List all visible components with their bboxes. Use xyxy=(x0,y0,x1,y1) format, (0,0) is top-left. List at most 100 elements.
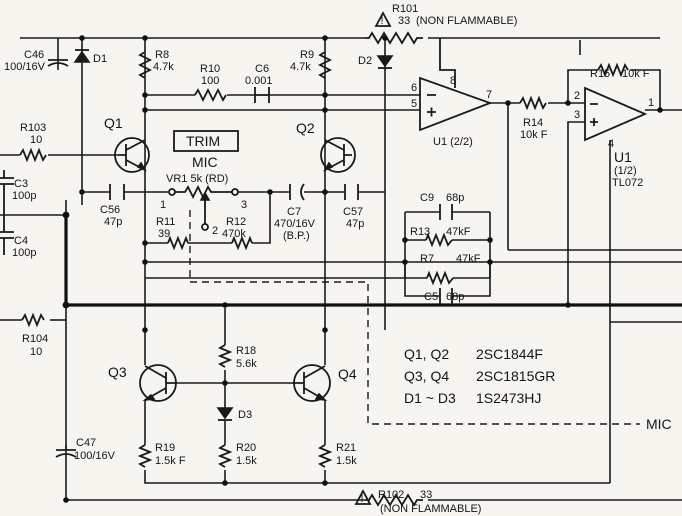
Q3-ref: Q3 xyxy=(108,364,127,380)
R103-value: 10 xyxy=(30,134,42,146)
R102-ref: R102 xyxy=(378,489,404,501)
C56-capacitor xyxy=(109,184,125,200)
C57-value: 47p xyxy=(346,218,364,230)
VR1-pin2: 2 xyxy=(212,225,218,237)
R101-ref: R101 xyxy=(392,3,418,15)
R102-warning-icon: ! xyxy=(354,489,372,505)
R19-ref: R19 xyxy=(155,442,175,454)
U1a-pin7: 7 xyxy=(486,89,492,101)
R102-note: (NON FLAMMABLE) xyxy=(380,503,481,515)
C47-value: 100/16V xyxy=(74,450,116,462)
U1b-pin3: 3 xyxy=(574,109,580,121)
Q2-ref: Q2 xyxy=(296,120,315,136)
R12-ref: R12 xyxy=(226,216,246,228)
U1a-pin8: 8 xyxy=(450,75,456,87)
parts-list: Q1, Q2 2SC1844F Q3, Q4 2SC1815GR D1 ~ D3… xyxy=(404,346,555,406)
R11-resistor xyxy=(167,235,189,251)
C6-value: 0.001 xyxy=(245,75,273,87)
D3-ref: D3 xyxy=(238,409,252,421)
U1b-opamp xyxy=(584,86,648,142)
VR1-ref: VR1 5k (RD) xyxy=(166,173,228,185)
R10-resistor xyxy=(194,87,227,103)
Q1-ref: Q1 xyxy=(104,115,123,131)
R21-ref: R21 xyxy=(336,442,356,454)
labels: R101 33 (NON FLAMMABLE) C46 100/16V D1 R… xyxy=(4,3,672,515)
D2-diode xyxy=(376,55,394,69)
Q1-transistor xyxy=(114,137,150,173)
D1-ref: D1 xyxy=(93,53,107,65)
C3-ref: C3 xyxy=(14,178,28,190)
svg-text:!: ! xyxy=(361,493,364,505)
R9-ref: R9 xyxy=(300,49,314,61)
C9-ref: C9 xyxy=(420,192,434,204)
R14-value: 10k F xyxy=(520,129,548,141)
U1b-part: (1/2) xyxy=(614,165,637,177)
junctions xyxy=(62,35,663,503)
R15-value: 10k F xyxy=(622,68,650,80)
R19-resistor xyxy=(137,444,153,468)
C4-capacitor xyxy=(0,215,14,255)
parts-list-part-2: 2SC1815GR xyxy=(476,368,555,384)
Q4-ref: Q4 xyxy=(338,366,357,382)
Q3-transistor xyxy=(139,364,177,402)
C46-ref: C46 xyxy=(24,49,44,61)
R14-ref: R14 xyxy=(523,117,543,129)
C4-ref: C4 xyxy=(14,235,28,247)
ground-bus xyxy=(64,218,682,307)
U1a-opamp xyxy=(419,38,493,132)
R15-ref: R15 xyxy=(590,68,610,80)
Q2-transistor xyxy=(320,137,356,173)
R7-value: 47kF xyxy=(456,253,481,265)
R8-value: 4.7k xyxy=(153,61,174,73)
trim-mic-label: MIC xyxy=(192,154,218,170)
R20-resistor xyxy=(217,444,233,468)
R18-value: 5.6k xyxy=(236,358,257,370)
R19-value: 1.5k F xyxy=(155,455,186,467)
C57-ref: C57 xyxy=(343,206,363,218)
R13-resistor xyxy=(425,232,453,248)
C4-value: 100p xyxy=(12,247,36,259)
U1b-ref: U1 xyxy=(614,149,632,165)
R20-value: 1.5k xyxy=(236,455,257,467)
R101-value: 33 xyxy=(398,15,410,27)
R101-resistor xyxy=(365,31,423,45)
C9-value: 68p xyxy=(446,192,464,204)
R18-ref: R18 xyxy=(236,345,256,357)
VR1-potentiometer xyxy=(168,184,239,231)
R101-note: (NON FLAMMABLE) xyxy=(416,15,517,27)
R12-resistor xyxy=(231,235,253,251)
U1b-pin2: 2 xyxy=(574,90,580,102)
R9-value: 4.7k xyxy=(290,61,311,73)
VR1-pin3: 3 xyxy=(241,199,247,211)
R101-warning-icon: ! xyxy=(374,11,392,27)
R8-resistor xyxy=(137,51,153,79)
R13-ref: R13 xyxy=(410,226,430,238)
parts-list-refs-3: D1 ~ D3 xyxy=(404,390,456,406)
U1a-pin6: 6 xyxy=(411,82,417,94)
C5-value: 68p xyxy=(446,291,464,303)
U1a-pin5: 5 xyxy=(411,98,417,110)
R8-ref: R8 xyxy=(155,49,169,61)
C3-value: 100p xyxy=(12,190,36,202)
R104-resistor xyxy=(21,312,45,328)
R102-resistor xyxy=(365,493,423,507)
C46-value: 100/16V xyxy=(4,61,46,73)
R13-value: 47kF xyxy=(446,226,471,238)
C57-capacitor xyxy=(344,184,359,200)
R7-resistor xyxy=(426,270,454,286)
C56-ref: C56 xyxy=(100,204,120,216)
C56-value: 47p xyxy=(104,216,122,228)
parts-list-part-1: 2SC1844F xyxy=(476,346,543,362)
C47-capacitor xyxy=(55,449,77,458)
U1b-pin1: 1 xyxy=(648,97,654,109)
C47-ref: C47 xyxy=(76,437,96,449)
R103-ref: R103 xyxy=(20,122,46,134)
D2-ref: D2 xyxy=(358,55,372,67)
parts-list-refs-2: Q3, Q4 xyxy=(404,368,449,384)
C3-capacitor xyxy=(0,170,14,215)
U1b-type: TL072 xyxy=(612,177,643,189)
U1a-ref: U1 (2/2) xyxy=(433,136,473,148)
wiring xyxy=(0,37,682,501)
D3-diode xyxy=(216,407,234,421)
